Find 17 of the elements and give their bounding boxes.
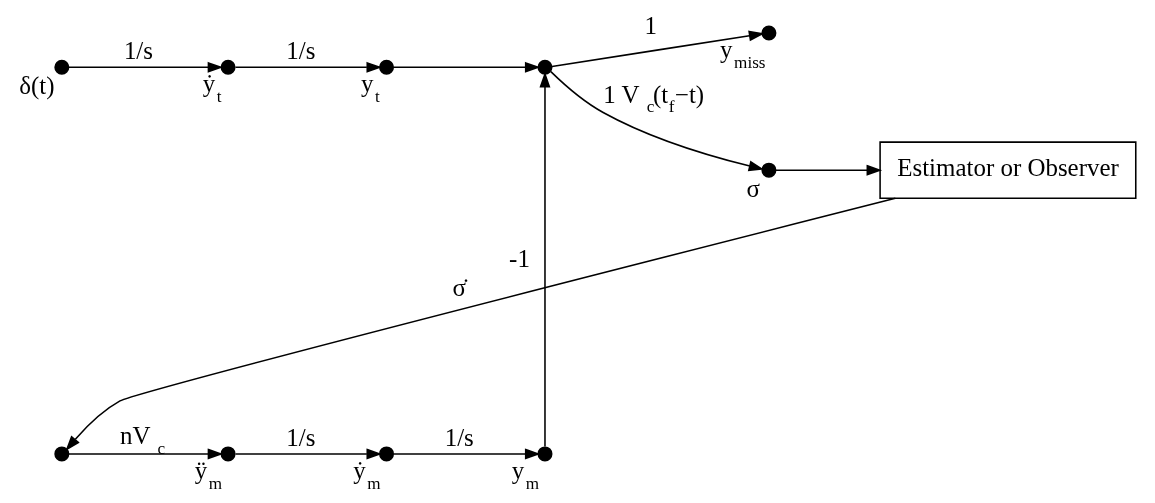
edge-label: 1/s [123,37,154,65]
node-label: ẏ$_{t}$ [202,70,222,106]
node-label: y$_{m}$ [511,457,540,493]
node-label: y$_{t}$ [361,70,380,106]
edge-label: nV$_{c}$ [120,422,166,458]
edge-label: -1 [509,244,530,272]
node-label: ÿ$_{m}$ [194,457,223,493]
edge-label: 1/s [286,423,316,451]
edge-label: σ̇ [452,274,466,302]
edge-label: 1 [644,12,657,40]
edge-label: 1 V$_{c}$(t$_{f}$−t) [603,80,705,117]
node-label: δ(t) [19,71,55,99]
node-label: y$_{miss}$ [720,36,766,72]
node-label: σ [746,174,761,202]
edge-label: 1/s [444,423,474,451]
edge-label: 1/s [286,37,316,65]
node-label: ẏ$_{m}$ [353,457,381,493]
